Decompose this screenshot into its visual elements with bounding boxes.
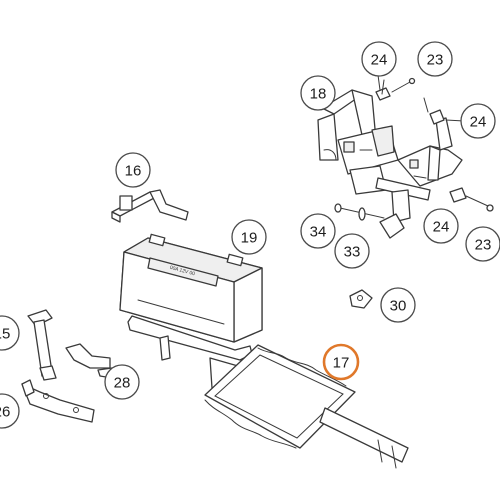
- callout-16: 16: [115, 152, 151, 188]
- screw-34: [334, 203, 385, 221]
- callout-23: 23: [417, 41, 453, 77]
- callout-34: 34: [300, 213, 336, 249]
- callouts: 24 23 18 24 16 19 34 33 24 23 30 17 15 28 26: [0, 41, 500, 429]
- callout-28: 28: [104, 364, 140, 400]
- callout-33: 33: [334, 233, 370, 269]
- callout-18: 18: [300, 75, 336, 111]
- callout-15: 15: [0, 315, 20, 351]
- clip-part: [65, 343, 113, 379]
- callout-circle: [231, 219, 267, 255]
- callout-19: 19: [231, 219, 267, 255]
- callout-circle: [361, 41, 397, 77]
- callout-number: 19: [241, 230, 258, 247]
- callout-26: 26: [0, 393, 20, 429]
- callout-circle: [115, 152, 151, 188]
- callout-circle: [465, 226, 500, 262]
- callout-number: 33: [344, 244, 361, 261]
- callout-number: 30: [390, 298, 407, 315]
- callout-circle: [417, 41, 453, 77]
- callout-number: 23: [427, 52, 444, 69]
- callout-circle: [300, 75, 336, 111]
- battery-tray-part: [127, 315, 409, 469]
- callout-circle: [334, 233, 370, 269]
- callout-circle: [300, 213, 336, 249]
- callout-30: 30: [380, 287, 416, 323]
- callout-circle: [380, 287, 416, 323]
- callout-number: 23: [475, 237, 492, 254]
- electrical-bracket-assembly: [317, 89, 463, 239]
- battery-part: 00A 12V 00: [119, 233, 263, 343]
- callout-number: 16: [125, 163, 142, 180]
- callout-number: 24: [371, 52, 388, 69]
- callout-circle: [0, 315, 20, 351]
- callout-24: 24: [423, 208, 459, 244]
- screw-24-right: [423, 97, 445, 125]
- screw-24-lower: [449, 187, 494, 212]
- callout-number: 24: [433, 219, 450, 236]
- left-bracket-part: [27, 309, 57, 381]
- battery-bracket-part: [111, 189, 189, 223]
- callout-number: 26: [0, 404, 10, 421]
- callout-circle: [460, 103, 496, 139]
- callout-number: 24: [470, 114, 487, 131]
- callout-24: 24: [361, 41, 397, 77]
- lower-plate-part: [21, 379, 95, 423]
- nut-30: [349, 289, 373, 309]
- callout-number: 15: [0, 326, 10, 343]
- callout-24: 24: [460, 103, 496, 139]
- callout-23: 23: [465, 226, 500, 262]
- leader-lines: [377, 74, 465, 122]
- screw-23-top: [391, 77, 416, 93]
- screw-24-top: [375, 79, 391, 101]
- callout-circle: [0, 393, 20, 429]
- callout-circle: [423, 208, 459, 244]
- callout-17-highlighted: 17: [322, 343, 360, 381]
- callout-circle: [322, 343, 360, 381]
- callout-number: 28: [114, 375, 131, 392]
- callout-number: 34: [310, 224, 327, 241]
- callout-number: 17: [333, 355, 350, 372]
- callout-number: 18: [310, 86, 327, 103]
- callout-circle: [104, 364, 140, 400]
